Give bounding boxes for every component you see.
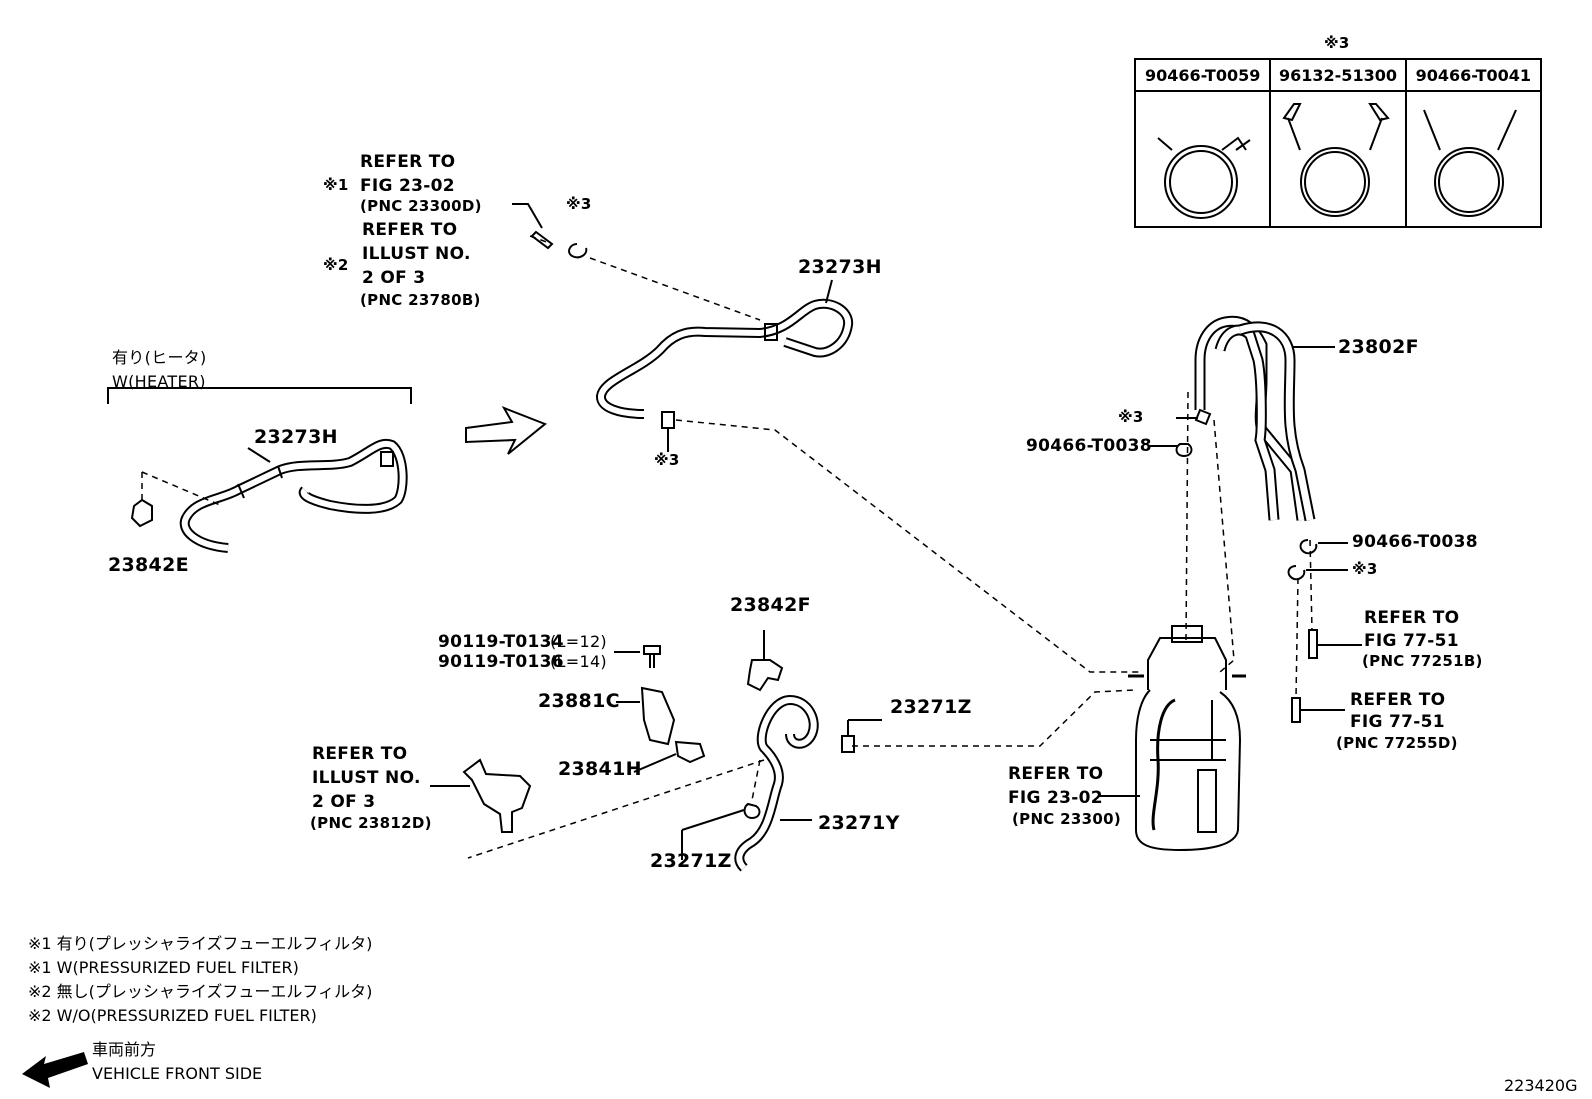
part-23273h-main: 23273H: [798, 256, 882, 278]
refer-illust-a-line2: ILLUST NO.: [362, 244, 471, 264]
note-2-jp: ※2 無し(プレッシャライズフューエルフィルタ): [28, 982, 373, 1001]
clip-mid: [661, 411, 675, 429]
mark-3-right-lower: ※3: [1352, 560, 1378, 578]
hose-23273h-main: [596, 298, 854, 419]
table-header-3: 90466-T0041: [1406, 60, 1540, 92]
clamp-upper: [568, 243, 588, 259]
table-header-1: 90466-T0059: [1136, 60, 1270, 92]
note-2-en: ※2 W/O(PRESSURIZED FUEL FILTER): [28, 1006, 317, 1025]
refer-illust-b-line2: ILLUST NO.: [312, 768, 421, 788]
part-23881c: 23881C: [538, 690, 620, 712]
clip-23271z-lower: [743, 802, 761, 820]
part-23841h: 23841H: [558, 758, 642, 780]
hose-23271y: [734, 694, 819, 872]
refer-23-02-a-line3: (PNC 23300D): [360, 197, 482, 215]
refer-77-51-d-line2: FIG 77-51: [1350, 712, 1445, 732]
hose-23802f: [1194, 315, 1316, 522]
refer-illust-a-line3: 2 OF 3: [362, 268, 426, 288]
refer-23-02-a-line1: REFER TO: [360, 152, 456, 172]
refer-illust-b-line1: REFER TO: [312, 744, 408, 764]
heater-jp-label: 有り(ヒータ): [112, 348, 207, 367]
mark-3-mid: ※3: [654, 451, 680, 469]
part-90466-t0038-left: 90466-T0038: [1026, 436, 1152, 456]
table-col-2: 96132-51300: [1271, 60, 1407, 226]
refer-illust-a-line4: (PNC 23780B): [360, 291, 481, 309]
mark-3-right-upper: ※3: [1118, 408, 1144, 426]
heater-en-label: W(HEATER): [112, 372, 206, 391]
clamp-table: 90466-T0059 96132-51300 90466-T0041: [1134, 58, 1542, 228]
front-label-en: VEHICLE FRONT SIDE: [92, 1064, 263, 1083]
mark-3-top: ※3: [566, 195, 592, 213]
clip-23841h-shape: [674, 740, 706, 764]
hose-23273h-heater: [179, 438, 408, 553]
pipe-23812d: [462, 758, 532, 833]
bolt-90119-t0134: 90119-T0134: [438, 632, 564, 652]
refer-23-02-b-line3: (PNC 23300): [1012, 810, 1121, 828]
bolt-90119-t0136: 90119-T0136: [438, 652, 564, 672]
mark-2: ※2: [323, 256, 349, 274]
part-23842e: 23842E: [108, 554, 189, 576]
refer-77-51-b-line2: FIG 77-51: [1364, 631, 1459, 651]
note-1-en: ※1 W(PRESSURIZED FUEL FILTER): [28, 958, 299, 977]
note-1-jp: ※1 有り(プレッシャライズフューエルフィルタ): [28, 934, 373, 953]
part-90466-t0038-right: 90466-T0038: [1352, 532, 1478, 552]
refer-23-02-b-line2: FIG 23-02: [1008, 788, 1103, 808]
part-23842f: 23842F: [730, 594, 811, 616]
table-marker: ※3: [1324, 34, 1350, 52]
part-23271y: 23271Y: [818, 812, 900, 834]
refer-illust-a-line1: REFER TO: [362, 220, 458, 240]
part-23802f: 23802F: [1338, 336, 1419, 358]
clamp-table-illustrations: [1157, 103, 1517, 219]
bolt-shape: [643, 645, 661, 668]
part-23271z-upper: 23271Z: [890, 696, 972, 718]
heater-bracket: [107, 387, 412, 404]
clip-23271z-upper: [841, 735, 855, 753]
transfer-arrow: [465, 406, 547, 455]
refer-23-02-b-line1: REFER TO: [1008, 764, 1104, 784]
part-23273h-heater: 23273H: [254, 426, 338, 448]
bracket-23881c: [640, 686, 676, 746]
refer-illust-b-line3: 2 OF 3: [312, 792, 376, 812]
pipe-stub-23300d: [512, 203, 554, 250]
refer-23-02-a-line2: FIG 23-02: [360, 176, 455, 196]
refer-77-51-d-line1: REFER TO: [1350, 690, 1446, 710]
bolt-90119-t0136-length: (L=14): [550, 652, 607, 671]
mark-1: ※1: [323, 176, 349, 194]
refer-77-51-b-line3: (PNC 77251B): [1362, 652, 1483, 670]
part-23271z-lower: 23271Z: [650, 850, 732, 872]
table-col-3: 90466-T0041: [1406, 60, 1540, 226]
table-header-2: 96132-51300: [1271, 60, 1405, 92]
front-label-jp: 車両前方: [92, 1040, 157, 1059]
refer-illust-b-line4: (PNC 23812D): [310, 814, 432, 832]
clamp-23842e-shape: [130, 498, 153, 528]
bolt-90119-t0134-length: (L=12): [550, 632, 607, 651]
figure-id: 223420G: [1504, 1076, 1578, 1095]
table-col-1: 90466-T0059: [1136, 60, 1272, 226]
refer-77-51-d-line3: (PNC 77255D): [1336, 734, 1458, 752]
clamp-23842f-shape: [746, 659, 784, 692]
refer-77-51-b-line1: REFER TO: [1364, 608, 1460, 628]
fuel-filter-canister: [1128, 625, 1246, 852]
front-arrow-icon: [22, 1052, 88, 1088]
